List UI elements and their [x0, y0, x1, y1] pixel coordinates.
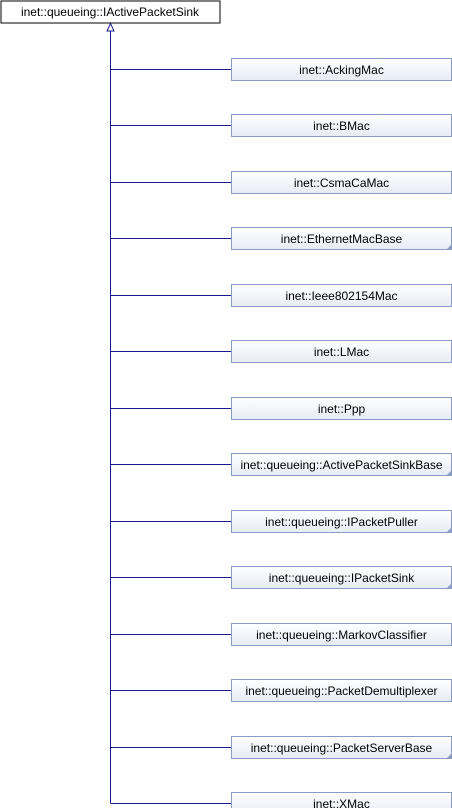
root-class-label: inet::queueing::IActivePacketSink — [21, 5, 200, 19]
root-class-node[interactable]: inet::queueing::IActivePacketSink — [0, 0, 221, 24]
derived-class-node[interactable]: inet::CsmaCaMac — [231, 171, 452, 194]
inheritance-arrow-head — [106, 22, 115, 32]
root-class-box — [0, 0, 221, 24]
derived-class-label: inet::XMac — [313, 797, 370, 808]
inheritance-edges — [106, 22, 232, 804]
derived-class-label: inet::queueing::ActivePacketSinkBase — [240, 458, 442, 472]
derived-class-node[interactable]: inet::Ppp — [231, 397, 452, 420]
derived-class-nodes: inet::AckingMacinet::BMacinet::CsmaCaMac… — [231, 58, 452, 808]
derived-class-label: inet::BMac — [313, 119, 370, 133]
derived-class-node[interactable]: inet::LMac — [231, 340, 452, 363]
derived-class-label: inet::Ppp — [318, 402, 366, 416]
more-subclasses-marker-icon — [446, 583, 452, 589]
derived-class-node[interactable]: inet::queueing::IPacketSink — [231, 566, 452, 589]
derived-class-label: inet::LMac — [314, 345, 369, 359]
more-subclasses-marker-icon — [446, 527, 452, 533]
derived-class-node[interactable]: inet::EthernetMacBase — [231, 227, 452, 250]
derived-class-node[interactable]: inet::AckingMac — [231, 58, 452, 81]
derived-class-label: inet::queueing::IPacketSink — [269, 571, 415, 585]
derived-class-label: inet::queueing::MarkovClassifier — [256, 628, 427, 642]
derived-class-label: inet::queueing::IPacketPuller — [265, 515, 418, 529]
derived-class-node[interactable]: inet::XMac — [231, 792, 452, 808]
derived-class-node[interactable]: inet::queueing::IPacketPuller — [231, 510, 452, 533]
more-subclasses-marker-icon — [446, 753, 452, 759]
derived-class-label: inet::Ieee802154Mac — [285, 289, 397, 303]
derived-class-label: inet::queueing::PacketServerBase — [251, 741, 433, 755]
more-subclasses-marker-icon — [446, 470, 452, 476]
derived-class-node[interactable]: inet::queueing::PacketDemultiplexer — [231, 679, 452, 702]
derived-class-node[interactable]: inet::queueing::PacketServerBase — [231, 736, 452, 759]
more-subclasses-marker-icon — [446, 244, 452, 250]
derived-class-node[interactable]: inet::queueing::MarkovClassifier — [231, 623, 452, 646]
derived-class-node[interactable]: inet::queueing::ActivePacketSinkBase — [231, 453, 452, 476]
derived-class-label: inet::CsmaCaMac — [294, 176, 389, 190]
derived-class-label: inet::AckingMac — [299, 63, 384, 77]
derived-class-node[interactable]: inet::BMac — [231, 114, 452, 137]
derived-class-node[interactable]: inet::Ieee802154Mac — [231, 284, 452, 307]
derived-class-label: inet::queueing::PacketDemultiplexer — [245, 684, 437, 698]
derived-class-label: inet::EthernetMacBase — [281, 232, 403, 246]
